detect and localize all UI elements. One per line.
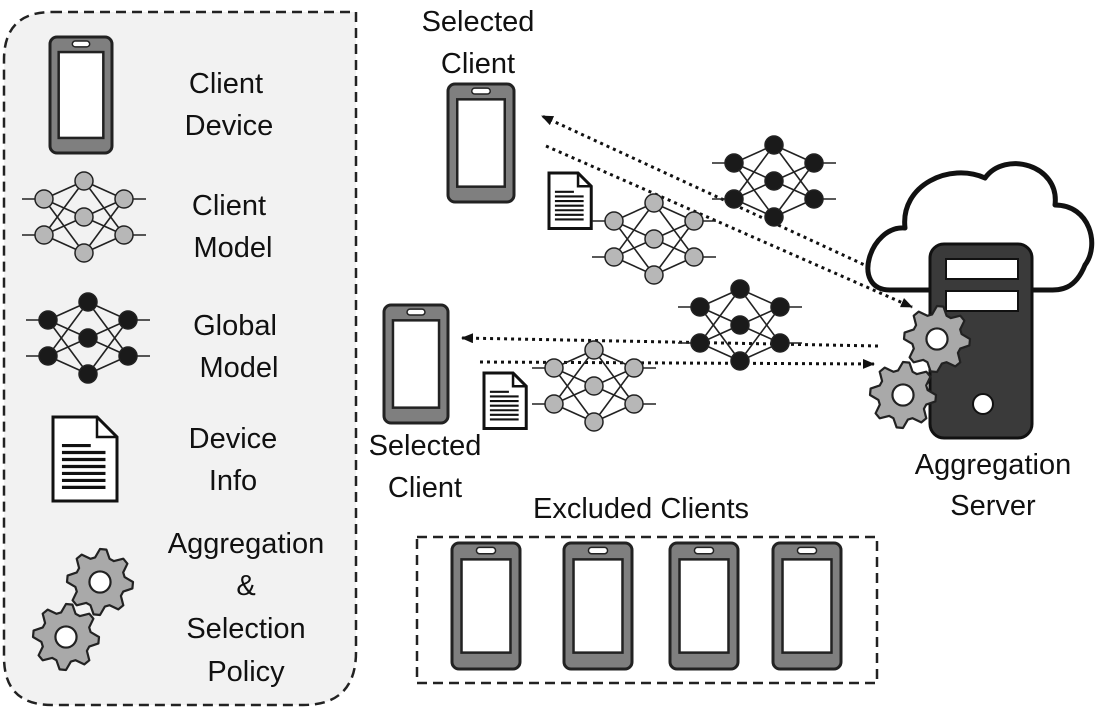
gear-icon bbox=[65, 547, 135, 617]
legend-panel: Client Device Client Model Global Model … bbox=[2, 10, 358, 707]
legend-client-device: Client Device bbox=[48, 35, 274, 155]
phone-icon bbox=[562, 541, 634, 671]
aggregation-server: Aggregation Server bbox=[865, 161, 1095, 522]
legend-global-model: Global Model bbox=[26, 292, 279, 384]
legend-label: Model bbox=[200, 352, 279, 384]
legend-label: & bbox=[236, 570, 255, 602]
legend-label: Client bbox=[192, 190, 266, 222]
legend-label: Policy bbox=[207, 656, 285, 688]
client-model-icon bbox=[592, 193, 716, 285]
document-icon bbox=[547, 171, 593, 230]
arrow-bottom-client-to-server bbox=[479, 358, 875, 369]
gear-icon bbox=[31, 602, 101, 672]
client-label: Selected bbox=[369, 430, 482, 462]
phone-icon bbox=[668, 541, 740, 671]
document-icon bbox=[51, 415, 119, 503]
document-icon bbox=[482, 371, 528, 430]
gears-icon bbox=[31, 547, 135, 672]
excluded-clients-title: Excluded Clients bbox=[533, 493, 749, 525]
server-label: Aggregation bbox=[915, 449, 1071, 481]
global-model-icon bbox=[712, 135, 836, 227]
legend-device-info: Device Info bbox=[51, 415, 278, 503]
server-label: Server bbox=[950, 490, 1036, 522]
legend-policy: Aggregation & Selection Policy bbox=[31, 528, 324, 688]
client-model-icon bbox=[22, 171, 146, 263]
client-label: Client bbox=[441, 48, 515, 80]
phone-icon bbox=[382, 303, 450, 425]
global-model-icon bbox=[678, 279, 802, 371]
global-model-icon bbox=[26, 292, 150, 384]
cloud-icon bbox=[865, 161, 1095, 293]
cloud-server-icon bbox=[865, 161, 1095, 440]
excluded-clients-group: Excluded Clients bbox=[415, 493, 879, 685]
legend-label: Client bbox=[189, 68, 263, 100]
legend-label: Global bbox=[193, 310, 277, 342]
gear-icon bbox=[868, 360, 938, 430]
arrows bbox=[461, 114, 913, 369]
client-label: Client bbox=[388, 472, 462, 504]
legend-label: Aggregation bbox=[168, 528, 324, 560]
phone-icon bbox=[771, 541, 843, 671]
legend-client-model: Client Model bbox=[22, 171, 273, 264]
selected-client-bottom: Selected Client bbox=[369, 303, 482, 504]
legend-label: Model bbox=[194, 232, 273, 264]
phone-icon bbox=[446, 82, 516, 204]
phone-icon bbox=[48, 35, 114, 155]
legend-label: Device bbox=[185, 110, 274, 142]
gear-icon bbox=[902, 304, 972, 374]
selected-client-top: Selected Client bbox=[422, 6, 535, 204]
legend-label: Device bbox=[189, 423, 278, 455]
legend-label: Selection bbox=[186, 613, 305, 645]
phone-icon bbox=[450, 541, 522, 671]
legend-label: Info bbox=[209, 465, 257, 497]
arrow-global-to-bottom-client bbox=[461, 333, 879, 348]
client-model-icon bbox=[532, 340, 656, 432]
excluded-clients-box bbox=[415, 535, 879, 685]
server-tower-icon bbox=[928, 242, 1034, 440]
client-label: Selected bbox=[422, 6, 535, 38]
